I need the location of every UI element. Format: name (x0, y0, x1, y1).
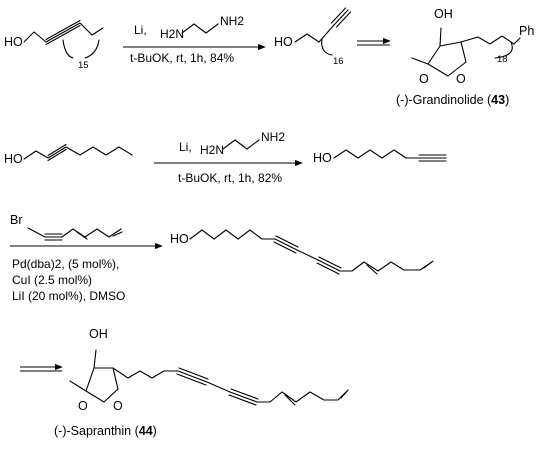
reaction-1-lithium-label: Li, (134, 23, 147, 37)
reaction-2-lithium-label: Li, (179, 140, 192, 154)
grandinolide-ring-oxygen: O (419, 72, 429, 86)
ethylenediamine-1-n1: H2N (160, 27, 184, 41)
sapranthin-structure: OH O O (69, 327, 349, 413)
bromoenyne-reagent: Br (10, 213, 123, 241)
reaction-2-conditions: t-BuOK, rt, 1h, 82% (178, 171, 282, 185)
reaction-1: HO 15 Li, H2N NH2 t-BuOK, rt, 1h, 84% HO… (4, 7, 534, 107)
product-1-chain-subscript: 16 (333, 56, 344, 67)
coupling-lithium-iodide: LiI (20 mol%), DMSO (12, 289, 125, 303)
grandinolide-name: (-)-Grandinolide (43) (396, 93, 509, 107)
grandinolide-number: 43 (491, 93, 505, 107)
coupling-copper-iodide: CuI (2.5 mol%) (12, 273, 92, 287)
start-1-hydroxyl-label: HO (4, 35, 23, 49)
coupling-catalyst: Pd(dba)2, (5 mol%), (12, 257, 119, 271)
sapranthin-name-text: (-)-Sapranthin (54, 424, 131, 438)
reaction-1-product: HO 16 (274, 7, 352, 67)
coupling-product: HO (170, 229, 434, 275)
reaction-2-product: HO (313, 149, 447, 165)
grandinolide-phenyl-label: Ph (519, 24, 534, 38)
coupling-product-hydroxyl-label: HO (170, 232, 189, 246)
product-1-hydroxyl-label: HO (274, 35, 293, 49)
ethylenediamine-2-n2: NH2 (261, 130, 285, 144)
sapranthin-hydroxyl-label: OH (89, 327, 108, 341)
sapranthin-carbonyl-oxygen: O (113, 399, 123, 413)
ethylenediamine-2-n1: H2N (200, 143, 224, 157)
grandinolide-structure: OH O O Ph 18 (411, 7, 534, 86)
sapranthin-ring-oxygen: O (78, 399, 88, 413)
bromoenyne-bromine-label: Br (10, 213, 23, 227)
reaction-2-starting-material: HO (4, 143, 133, 166)
product-2-hydroxyl-label: HO (313, 151, 332, 165)
sapranthin-number: 44 (139, 424, 153, 438)
start-2-hydroxyl-label: HO (4, 152, 23, 166)
reaction-1-conditions: t-BuOK, rt, 1h, 84% (130, 51, 234, 65)
grandinolide-carbonyl-oxygen: O (456, 72, 466, 86)
ethylenediamine-1: H2N NH2 (160, 14, 244, 41)
reaction-3: Br Pd(dba)2, (5 mol%), CuI (2.5 mol%) Li… (10, 213, 434, 303)
ethylenediamine-2: H2N NH2 (200, 130, 285, 157)
grandinolide-chain-subscript: 18 (497, 54, 508, 65)
grandinolide-name-text: (-)-Grandinolide (396, 93, 484, 107)
ethylenediamine-1-n2: NH2 (220, 14, 244, 28)
reaction-2: HO Li, H2N NH2 t-BuOK, rt, 1h, 82% HO (4, 130, 447, 185)
start-1-chain-subscript: 15 (78, 60, 89, 71)
reaction-1-starting-material: HO 15 (4, 19, 104, 71)
reaction-4: OH O O (-)-Sapranthin (44) (20, 327, 349, 438)
grandinolide-hydroxyl-label: OH (434, 7, 453, 21)
sapranthin-name: (-)-Sapranthin (44) (54, 424, 157, 438)
